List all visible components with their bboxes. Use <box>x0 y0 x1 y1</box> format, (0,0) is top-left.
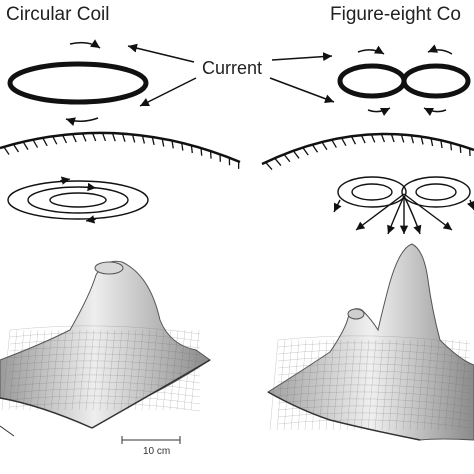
current-pointer-arrow <box>139 77 197 107</box>
field-surface-plot-figure-eight <box>267 243 474 441</box>
figure-eight-coil-right-loop <box>401 63 471 99</box>
field-surface-plot-circular <box>0 260 211 429</box>
coil-current-arrow-bottom <box>65 117 99 126</box>
circular-coil-title: Circular Coil <box>6 4 110 25</box>
head-surface-left <box>0 131 241 169</box>
current-pointer-arrow <box>127 43 195 63</box>
scale-bar <box>121 436 181 444</box>
figure-eight-coil-left-loop <box>337 63 407 99</box>
coil-current-arrow-top <box>69 39 101 49</box>
fig8-current-arrow <box>367 107 391 117</box>
current-label: Current <box>202 58 263 78</box>
current-pointer-arrow <box>271 52 333 62</box>
fig8-current-arrow <box>357 45 385 55</box>
current-pointer-arrow <box>269 77 335 104</box>
fig8-current-arrow <box>423 107 447 117</box>
axis-tick-line <box>0 425 15 437</box>
scale-bar-label: 10 cm <box>143 446 171 457</box>
fig8-current-arrow <box>427 44 453 55</box>
induced-field-figure-eight <box>333 176 474 235</box>
circular-coil <box>7 61 149 105</box>
head-surface-right <box>261 132 474 170</box>
induced-field-circular <box>7 176 149 224</box>
figure-eight-coil-title: Figure-eight Co <box>330 4 461 25</box>
